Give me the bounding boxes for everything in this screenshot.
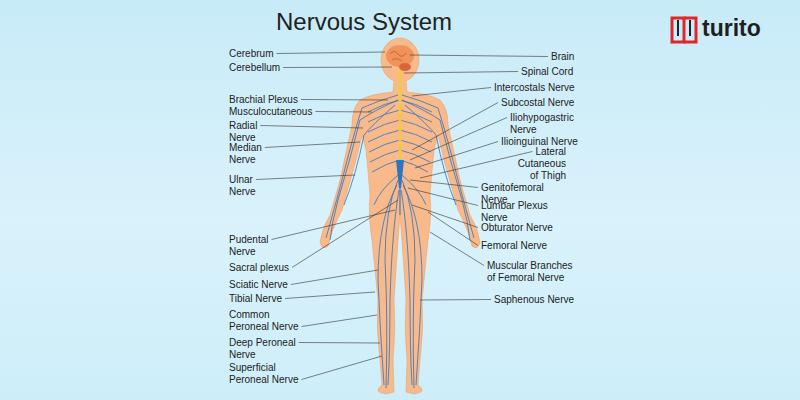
leader-line: [420, 152, 532, 179]
nerve-label: Lumbar Plexus Nerve: [481, 200, 555, 224]
nerve-label: Brachial Plexus: [229, 94, 298, 106]
nerve-label: Pudental Nerve: [229, 234, 279, 258]
nerve-label: Muscular Branches of Femoral Nerve: [487, 260, 582, 284]
nerve-label: Tibial Nerve: [229, 293, 282, 305]
nerve-label: Spinal Cord: [521, 66, 573, 78]
leader-line: [420, 299, 491, 301]
leader-line: [256, 175, 355, 180]
nerve-label: Ulnar Nerve: [229, 174, 269, 198]
diagram-title: Nervous System: [244, 8, 484, 36]
leader-line: [428, 212, 478, 246]
leader-line: [283, 67, 392, 69]
nerve-label: Intercostals Nerve: [494, 82, 575, 94]
nerve-label: Sacral plexus: [229, 262, 289, 274]
leader-line: [292, 200, 398, 268]
nerve-label: Femoral Nerve: [481, 240, 547, 252]
nerve-label: Saphenous Nerve: [494, 294, 574, 306]
nerve-label: Sciatic Nerve: [229, 279, 288, 291]
nerve-label: Brain: [551, 51, 574, 63]
nerve-label: Cerebrum: [229, 48, 273, 60]
leader-line: [430, 232, 484, 266]
nerve-label: Lateral Cutaneous of Thigh: [512, 146, 566, 182]
leader-line: [315, 111, 372, 113]
leader-line: [410, 118, 507, 161]
nerve-label: Median Nerve: [229, 142, 269, 166]
leader-line: [302, 315, 378, 327]
leader-line: [415, 142, 498, 169]
nerve-label: Subcostal Nerve: [501, 97, 574, 109]
nerve-label: Musculocutaneous: [229, 106, 312, 118]
nerve-label: Common Peroneal Nerve: [229, 309, 303, 333]
leader-line: [285, 292, 375, 299]
leader-line: [410, 180, 478, 188]
leader-line: [412, 205, 478, 228]
leader-line: [299, 342, 380, 344]
nerve-label: Radial Nerve: [229, 120, 269, 144]
leader-line: [272, 210, 396, 240]
leader-line: [404, 72, 518, 74]
leader-line: [260, 126, 363, 129]
leader-line: [410, 55, 548, 57]
leader-line: [412, 103, 498, 151]
leader-line: [408, 188, 478, 206]
nerve-label: Cerebellum: [229, 62, 280, 74]
leader-line: [291, 270, 378, 285]
leader-line: [277, 52, 386, 54]
nerve-label: Obturator Nerve: [481, 222, 553, 234]
leader-line: [302, 356, 383, 380]
nerve-label: Superficial Peroneal Nerve: [229, 362, 303, 386]
nerve-label: Iliohypogastric Nerve: [510, 112, 586, 136]
leader-line: [265, 142, 360, 148]
leader-line: [301, 99, 388, 101]
logo-watermark: turito: [702, 14, 761, 42]
leader-line: [412, 88, 491, 97]
nerve-label: Deep Peroneal Nerve: [229, 337, 301, 361]
